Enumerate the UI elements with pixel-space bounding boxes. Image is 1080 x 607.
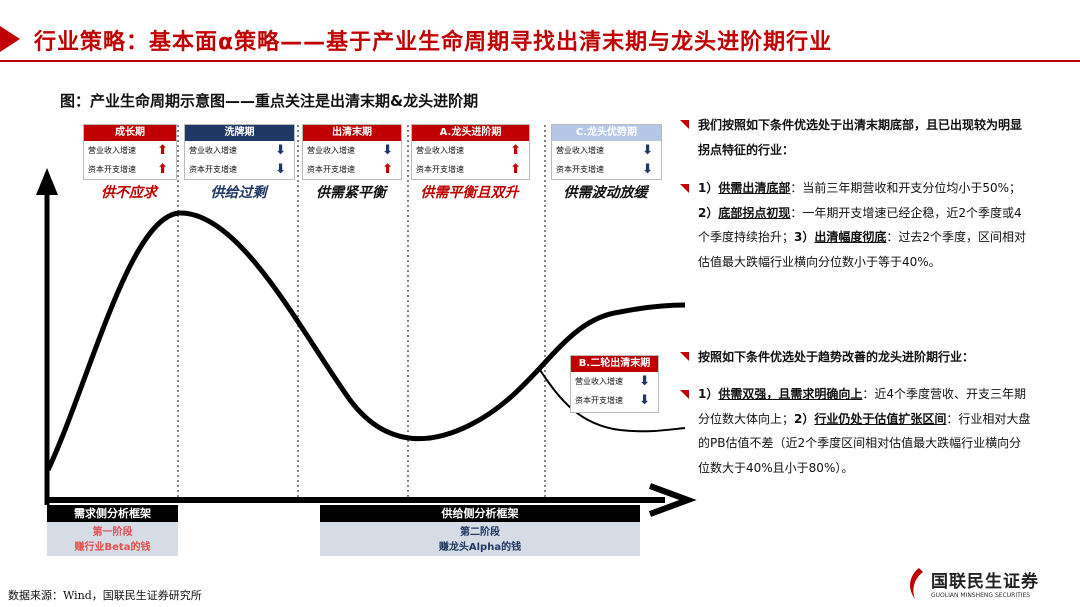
revenue-row: 营业收入增速 ⬇	[552, 141, 661, 160]
arrow-down-icon: ⬇	[639, 393, 650, 408]
supply-stage-box: 第二阶段 赚龙头Alpha的钱	[320, 522, 640, 556]
stage-desc: 赚龙头Alpha的钱	[438, 542, 522, 553]
phase-box: 成长期 营业收入增速 ⬆ 资本开支增速 ⬆	[83, 124, 177, 180]
revenue-label: 营业收入增速	[88, 146, 136, 155]
revenue-row: 营业收入增速 ⬆	[84, 141, 176, 160]
arrow-down-icon: ⬇	[275, 162, 286, 177]
phase-name: 出清末期	[303, 125, 401, 141]
capex-label: 资本开支增速	[416, 165, 464, 174]
demand-stage-box: 第一阶段 赚行业Beta的钱	[47, 522, 178, 556]
capex-row: 资本开支增速 ⬆	[84, 160, 176, 179]
phase-box: 洗牌期 营业收入增速 ⬇ 资本开支增速 ⬇	[184, 124, 295, 180]
phase-slogan: 供给过剩	[210, 185, 267, 201]
phase-box: C.龙头优势期 营业收入增速 ⬇ 资本开支增速 ⬇	[551, 124, 662, 180]
phase-name: C.龙头优势期	[552, 125, 661, 141]
capex-row: 资本开支增速 ⬇	[552, 160, 661, 179]
criteria-list-1: 1）供需出清底部：当前三年期营收和开支分位均小于50%；2）底部拐点初现：一年期…	[698, 181, 1027, 269]
criteria-intro-2: 按照如下条件优选处于趋势改善的龙头进阶期行业：	[698, 350, 975, 364]
phase-slogan: 供不应求	[101, 185, 157, 201]
phase-slogan: 供需波动放缓	[563, 185, 648, 201]
bullet-icon	[680, 352, 689, 361]
criteria-intro-1: 我们按照如下条件优选处于出清末期底部，且已出现较为明显拐点特征的行业：	[698, 118, 1023, 157]
capex-row: 资本开支增速 ⬇	[571, 391, 658, 410]
revenue-row: 营业收入增速 ⬇	[303, 141, 401, 160]
phase-box: A.龙头进阶期 营业收入增速 ⬆ 资本开支增速 ⬆	[411, 124, 530, 180]
criteria-list-2: 1）供需双强，且需求明确向上：近4个季度营收、开支三年期分位数大体向上；2）行业…	[698, 387, 1031, 475]
phase-name: A.龙头进阶期	[412, 125, 529, 141]
arrow-down-icon: ⬇	[382, 143, 393, 158]
arrow-down-icon: ⬇	[642, 143, 653, 158]
bullet-icon	[680, 120, 689, 129]
capex-label: 资本开支增速	[88, 165, 136, 174]
revenue-label: 营业收入增速	[416, 146, 464, 155]
arrow-down-icon: ⬇	[639, 374, 650, 389]
phase-name: 洗牌期	[185, 125, 294, 141]
figure-title: 图：产业生命周期示意图——重点关注是出清末期&龙头进阶期	[60, 92, 479, 110]
phase-slogan: 供需平衡且双升	[420, 185, 519, 201]
arrow-up-icon: ⬆	[382, 162, 393, 177]
revenue-row: 营业收入增速 ⬆	[412, 141, 529, 160]
arrow-up-icon: ⬆	[157, 143, 168, 158]
capex-label: 资本开支增速	[189, 165, 237, 174]
revenue-label: 营业收入增速	[189, 146, 237, 155]
bullet-icon	[680, 184, 689, 193]
capex-row: 资本开支增速 ⬆	[412, 160, 529, 179]
x-axis-arrow-icon	[648, 483, 697, 517]
lifecycle-curve	[45, 210, 686, 472]
phase-name: B.二轮出清末期	[571, 356, 658, 372]
title-divider	[0, 60, 1080, 62]
capex-label: 资本开支增速	[556, 165, 604, 174]
phase-box-b: B.二轮出清末期 营业收入增速 ⬇ 资本开支增速 ⬇	[570, 355, 659, 413]
y-axis-arrow-icon	[36, 168, 58, 195]
capex-label: 资本开支增速	[307, 165, 355, 174]
stage-desc: 赚行业Beta的钱	[74, 542, 151, 553]
arrow-down-icon: ⬇	[275, 143, 286, 158]
data-source: 数据来源：Wind，国联民生证券研究所	[8, 589, 202, 602]
capex-row: 资本开支增速 ⬇	[185, 160, 294, 179]
lifecycle-diagram	[36, 125, 697, 517]
revenue-row: 营业收入增速 ⬇	[185, 141, 294, 160]
branch-b-curve	[539, 369, 686, 433]
logo-flame-icon	[910, 568, 923, 599]
phase-name: 成长期	[84, 125, 176, 141]
demand-framework-label: 需求侧分析框架	[47, 505, 178, 522]
arrow-up-icon: ⬆	[157, 162, 168, 177]
page-title: 行业策略：基本面α策略——基于产业生命周期寻找出清末期与龙头进阶期行业	[34, 30, 833, 55]
stage-label: 第一阶段	[92, 527, 133, 538]
capex-label: 资本开支增速	[575, 396, 623, 405]
revenue-label: 营业收入增速	[307, 146, 355, 155]
logo-subtext: GUOLIAN MINSHENG SECURITIES	[931, 592, 1031, 599]
capex-row: 资本开支增速 ⬆	[303, 160, 401, 179]
logo-text: 国联民生证券	[931, 572, 1039, 592]
supply-framework-label: 供给侧分析框架	[320, 505, 640, 522]
arrow-up-icon: ⬆	[510, 143, 521, 158]
stage-label: 第二阶段	[460, 527, 500, 538]
title-marker-icon	[0, 26, 20, 52]
phase-slogan: 供需紧平衡	[316, 185, 386, 201]
phase-box: 出清末期 营业收入增速 ⬇ 资本开支增速 ⬆	[302, 124, 402, 180]
bullet-icon	[680, 390, 689, 399]
arrow-down-icon: ⬇	[642, 162, 653, 177]
revenue-row: 营业收入增速 ⬇	[571, 372, 658, 391]
company-logo: 国联民生证券 GUOLIAN MINSHENG SECURITIES	[905, 566, 1039, 600]
arrow-up-icon: ⬆	[510, 162, 521, 177]
revenue-label: 营业收入增速	[575, 377, 623, 386]
revenue-label: 营业收入增速	[556, 146, 604, 155]
